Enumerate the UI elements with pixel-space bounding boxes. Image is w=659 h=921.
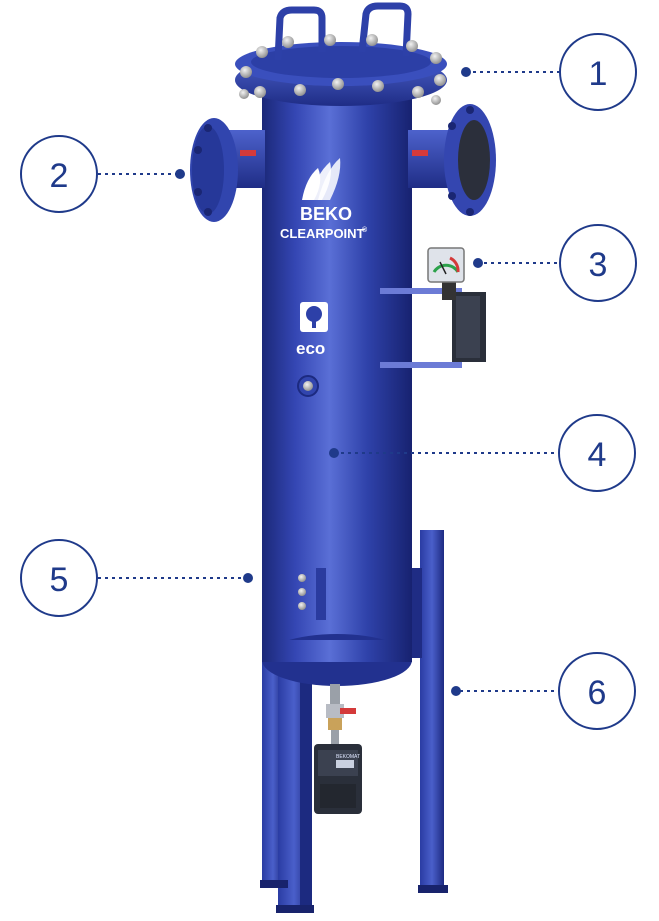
- callout-number-6: 6: [588, 674, 607, 712]
- callout-number-5: 5: [50, 561, 69, 599]
- registered-mark: ®: [362, 226, 368, 234]
- eco-label: eco: [296, 339, 325, 358]
- service-port: [297, 375, 319, 397]
- pressure-gauge-icon: [427, 247, 465, 283]
- drain-assembly: BEKOMAT: [314, 684, 362, 814]
- drain-valve: [326, 704, 356, 730]
- wave-logo-icon: [302, 158, 341, 200]
- callout-3: 3: [559, 224, 637, 302]
- callout-1: 1: [559, 33, 637, 111]
- outlet-pipe: [408, 104, 496, 216]
- callout-dots: [175, 67, 483, 696]
- outlet-opening: [458, 120, 490, 200]
- model-name: CLEARPOINT: [280, 226, 365, 241]
- differential-pressure-gauge: [380, 247, 486, 368]
- callout-number-4: 4: [588, 436, 607, 474]
- side-fittings: [298, 568, 326, 620]
- cover-bolts: [239, 34, 446, 105]
- callout-lines: [98, 71, 560, 692]
- condensate-drain: BEKOMAT: [314, 744, 362, 814]
- brand-name: BEKO: [300, 204, 352, 224]
- callout-6: 6: [558, 652, 636, 730]
- callout-number-1: 1: [589, 55, 608, 93]
- leg-right: [420, 530, 444, 890]
- beko-logo: BEKO CLEARPOINT ®: [280, 158, 368, 241]
- callout-4: 4: [558, 414, 636, 492]
- eco-badge: eco: [296, 302, 328, 358]
- callout-number-2: 2: [50, 157, 69, 195]
- lift-handle-right: [358, 2, 412, 57]
- tree-logo-icon: [306, 306, 322, 328]
- lift-handle-left: [274, 6, 326, 61]
- callout-number-3: 3: [589, 246, 608, 284]
- callout-5: 5: [20, 539, 98, 617]
- callout-2: 2: [20, 135, 98, 213]
- inlet-pipe: [190, 118, 265, 222]
- callouts: 1 2 3 4 5 6: [20, 33, 637, 730]
- top-cover: [235, 2, 447, 106]
- svg-text:BEKOMAT: BEKOMAT: [336, 754, 360, 760]
